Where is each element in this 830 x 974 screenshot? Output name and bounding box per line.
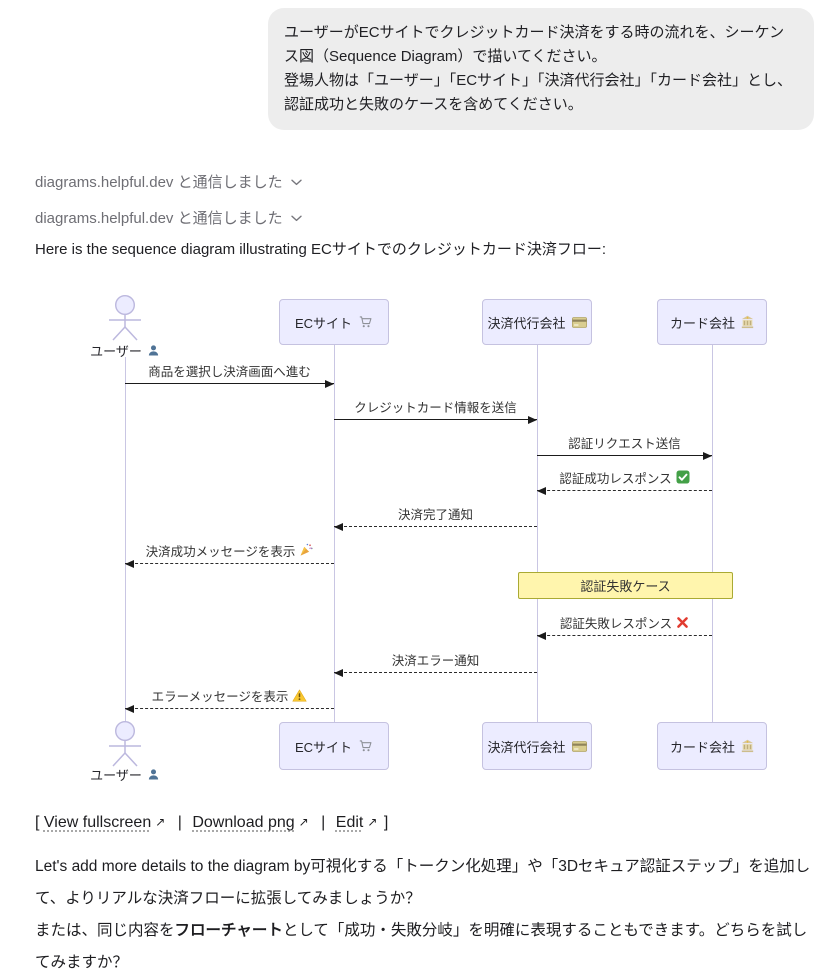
chevron-down-icon	[290, 215, 302, 221]
edit-link[interactable]: Edit	[335, 814, 364, 831]
actor-box-label: 決済代行会社	[487, 315, 566, 331]
arrowhead-left	[334, 522, 343, 531]
message-text: クレジットカード情報を送信	[354, 400, 517, 415]
check-icon	[676, 470, 690, 484]
actor-box-label: 決済代行会社	[487, 739, 566, 755]
closing-paragraph-2: または、同じ内容をフローチャートとして「成功・失敗分岐」を明確に表現することもで…	[35, 922, 808, 971]
message-text: 認証失敗レスポンス	[559, 616, 673, 631]
actor-label-user: ユーザー	[70, 341, 180, 360]
arrowhead-left	[125, 559, 134, 568]
warning-icon	[292, 689, 307, 702]
actor-box-label: カード会社	[669, 739, 735, 755]
arrowhead-left	[537, 486, 546, 495]
message-line	[334, 419, 537, 420]
message-label: 決済成功メッセージを表示	[125, 541, 334, 559]
chevron-down-icon	[290, 179, 302, 185]
bank-icon	[741, 315, 754, 329]
message-label: エラーメッセージを表示	[125, 686, 334, 704]
message-line	[334, 526, 537, 527]
message-label: 認証失敗レスポンス	[537, 613, 712, 631]
arrowhead-right	[528, 415, 537, 424]
artifact-links: [ View fullscreen↗ | Download png↗ | Edi…	[35, 814, 388, 832]
actor-box-ec: ECサイト	[279, 722, 389, 770]
link-separator: |	[321, 814, 326, 831]
actor-box-label: ECサイト	[294, 315, 353, 331]
cart-icon	[358, 315, 373, 329]
view-fullscreen-link[interactable]: View fullscreen	[43, 814, 152, 831]
actor-box-card: カード会社	[657, 722, 767, 770]
message-line	[537, 490, 712, 491]
actor-box-psp: 決済代行会社	[482, 722, 592, 770]
bracket-close: ]	[383, 814, 389, 831]
message-text: 認証成功レスポンス	[559, 471, 672, 486]
arrowhead-left	[537, 631, 546, 640]
tool-status-text: diagrams.helpful.dev と通信しました	[35, 173, 283, 191]
bank-icon	[741, 739, 754, 753]
message-line	[125, 708, 334, 709]
message-line	[537, 635, 712, 636]
actor-figure-user	[103, 294, 147, 347]
tool-status-text: diagrams.helpful.dev と通信しました	[35, 209, 283, 227]
message-line	[125, 563, 334, 564]
message-label: 商品を選択し決済画面へ進む	[125, 361, 334, 379]
user-message-line: ユーザーがECサイトでクレジットカード決済をする時の流れを、シーケンス図（Seq…	[284, 24, 785, 65]
lifeline-ec	[334, 345, 335, 722]
external-link-icon: ↗	[155, 815, 166, 829]
actor-figure-user	[103, 720, 147, 773]
user-message-line: 登場人物は「ユーザー」「ECサイト」「決済代行会社」「カード会社」とし、認証成功…	[284, 72, 793, 113]
actor-box-card: カード会社	[657, 299, 767, 345]
message-text: 決済成功メッセージを表示	[145, 544, 296, 559]
arrowhead-left	[125, 704, 134, 713]
lifeline-card	[712, 345, 713, 722]
user-message-bubble: ユーザーがECサイトでクレジットカード決済をする時の流れを、シーケンス図（Seq…	[268, 8, 814, 130]
lifeline-psp	[537, 345, 538, 722]
external-link-icon: ↗	[367, 815, 378, 829]
user-icon	[147, 768, 160, 781]
arrowhead-right	[325, 379, 334, 388]
arrowhead-right	[703, 451, 712, 460]
actor-label-text: ユーザー	[90, 768, 142, 783]
arrowhead-left	[334, 668, 343, 677]
message-text: 決済エラー通知	[391, 653, 480, 668]
closing-paragraph-1: Let's add more details to the diagram by…	[35, 858, 811, 907]
message-line	[125, 383, 334, 384]
assistant-closing-text: Let's add more details to the diagram by…	[35, 851, 815, 974]
credit-card-icon	[571, 316, 587, 328]
actor-box-psp: 決済代行会社	[482, 299, 592, 345]
actor-label-text: ユーザー	[90, 344, 142, 359]
tool-status-row[interactable]: diagrams.helpful.dev と通信しました	[35, 207, 302, 227]
message-text: 決済完了通知	[397, 507, 473, 522]
message-line	[334, 672, 537, 673]
message-label: 決済エラー通知	[334, 650, 537, 668]
message-text: 商品を選択し決済画面へ進む	[148, 364, 311, 379]
message-label: 決済完了通知	[334, 504, 537, 522]
tool-status-row[interactable]: diagrams.helpful.dev と通信しました	[35, 171, 302, 191]
user-icon	[147, 344, 160, 357]
credit-card-icon	[571, 740, 587, 752]
note-box: 認証失敗ケース	[518, 572, 733, 599]
download-png-link[interactable]: Download png	[192, 814, 295, 831]
message-label: 認証リクエスト送信	[537, 433, 712, 451]
assistant-intro-text: Here is the sequence diagram illustratin…	[35, 241, 606, 258]
cart-icon	[358, 739, 373, 753]
cross-icon	[676, 616, 689, 629]
message-label: クレジットカード情報を送信	[334, 397, 537, 415]
party-icon	[299, 543, 313, 557]
actor-label-user: ユーザー	[70, 765, 180, 784]
external-link-icon: ↗	[298, 815, 309, 829]
bracket-open: [	[35, 814, 40, 831]
message-text: 認証リクエスト送信	[568, 436, 681, 451]
actor-box-label: ECサイト	[294, 739, 353, 755]
message-text: エラーメッセージを表示	[151, 689, 289, 704]
actor-box-ec: ECサイト	[279, 299, 389, 345]
message-label: 認証成功レスポンス	[537, 468, 712, 486]
lifeline-user	[125, 357, 126, 722]
actor-box-label: カード会社	[669, 315, 735, 331]
link-separator: |	[177, 814, 182, 831]
message-line	[537, 455, 712, 456]
